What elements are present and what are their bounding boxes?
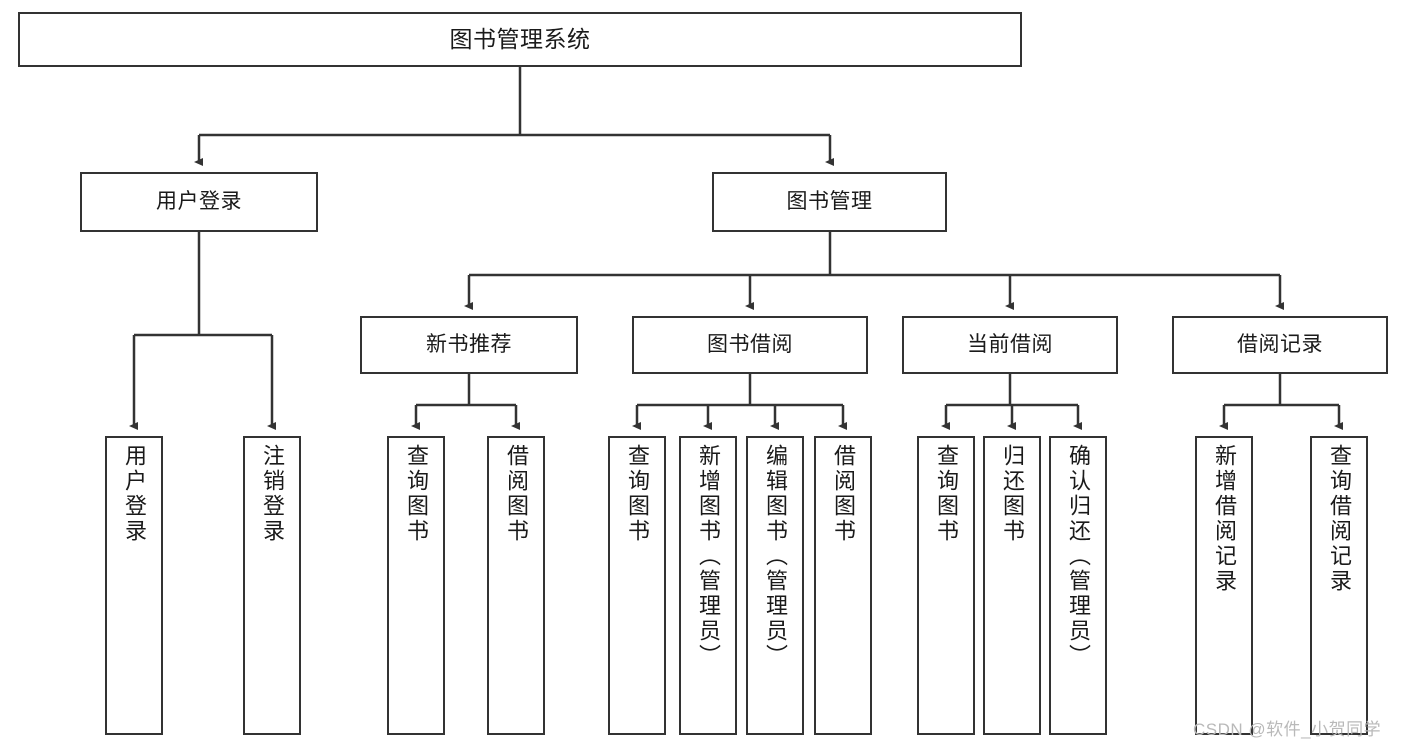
node-label: 借阅图书 [831, 444, 856, 544]
node-label: 新增借阅记录 [1212, 444, 1237, 594]
leaf-return-book[interactable]: 归还图书 [983, 436, 1041, 735]
node-book-borrow[interactable]: 图书借阅 [632, 316, 868, 374]
leaf-logout-login[interactable]: 注销登录 [243, 436, 301, 735]
node-label: 新增图书（管理员） [696, 444, 721, 669]
node-label: 图书借阅 [707, 332, 793, 356]
node-label: 借阅记录 [1237, 332, 1323, 356]
node-label: 查询图书 [934, 444, 959, 544]
leaf-borrow-book-1[interactable]: 借阅图书 [487, 436, 545, 735]
watermark: CSDN @软件_小贺同学 [1193, 720, 1382, 739]
node-label: 查询图书 [404, 444, 429, 544]
node-label: 当前借阅 [967, 332, 1053, 356]
node-label: 查询借阅记录 [1327, 444, 1352, 594]
node-label: 编辑图书（管理员） [763, 444, 788, 669]
node-root[interactable]: 图书管理系统 [18, 12, 1022, 67]
leaf-query-book-1[interactable]: 查询图书 [387, 436, 445, 735]
node-new-book-recommend[interactable]: 新书推荐 [360, 316, 578, 374]
node-borrow-record[interactable]: 借阅记录 [1172, 316, 1388, 374]
node-label: 用户登录 [122, 444, 147, 544]
node-book-manage[interactable]: 图书管理 [712, 172, 947, 232]
node-label: 图书管理 [786, 189, 873, 213]
leaf-query-book-2[interactable]: 查询图书 [608, 436, 666, 735]
leaf-user-login[interactable]: 用户登录 [105, 436, 163, 735]
node-label: 用户登录 [156, 189, 242, 213]
node-label: 新书推荐 [426, 332, 512, 356]
leaf-borrow-book-2[interactable]: 借阅图书 [814, 436, 872, 735]
node-label: 查询图书 [625, 444, 650, 544]
node-label: 借阅图书 [504, 444, 529, 544]
leaf-query-book-3[interactable]: 查询图书 [917, 436, 975, 735]
leaf-edit-book[interactable]: 编辑图书（管理员） [746, 436, 804, 735]
node-label: 确认归还（管理员） [1066, 444, 1091, 669]
node-label: 归还图书 [1000, 444, 1025, 544]
leaf-add-record[interactable]: 新增借阅记录 [1195, 436, 1253, 735]
leaf-confirm-return[interactable]: 确认归还（管理员） [1049, 436, 1107, 735]
leaf-query-record[interactable]: 查询借阅记录 [1310, 436, 1368, 735]
node-label: 注销登录 [260, 444, 285, 544]
node-label: 图书管理系统 [449, 26, 591, 53]
leaf-add-book[interactable]: 新增图书（管理员） [679, 436, 737, 735]
node-user-login[interactable]: 用户登录 [80, 172, 318, 232]
node-current-borrow[interactable]: 当前借阅 [902, 316, 1118, 374]
